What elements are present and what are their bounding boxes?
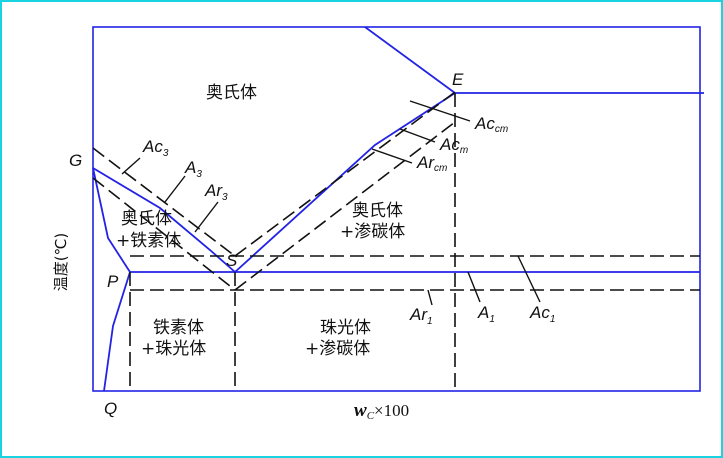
region-ferrite-pearlite-2: +珠光体 bbox=[141, 339, 206, 359]
region-austenite: 奥氏体 bbox=[206, 83, 257, 103]
label-A3: A3 bbox=[184, 158, 202, 180]
label-Acm: Acm bbox=[439, 135, 468, 156]
line-Ar3 bbox=[92, 177, 236, 291]
critical-lines bbox=[92, 91, 700, 391]
region-austenite-cementite-2: +渗碳体 bbox=[340, 222, 405, 242]
point-G: G bbox=[69, 151, 82, 170]
region-ferrite-pearlite-1: 铁素体 bbox=[153, 318, 204, 338]
y-axis-label: 温度(℃) bbox=[52, 233, 70, 292]
line-E-liquidus bbox=[364, 26, 456, 94]
line-Arcm bbox=[234, 121, 456, 291]
label-Ac3: Ac3 bbox=[142, 137, 169, 159]
line-PQ bbox=[103, 271, 131, 392]
region-austenite-ferrite-1: 奥氏体 bbox=[121, 209, 172, 229]
point-S: S bbox=[226, 251, 238, 270]
line-SE bbox=[234, 92, 456, 273]
region-pearlite-cementite-2: +渗碳体 bbox=[305, 339, 370, 359]
point-P: P bbox=[107, 272, 119, 291]
point-E: E bbox=[452, 70, 464, 89]
equilibrium-lines bbox=[92, 26, 704, 392]
label-Ac1: Ac1 bbox=[529, 303, 555, 325]
label-Arcm: Arcm bbox=[416, 153, 447, 174]
region-austenite-ferrite-2: +铁素体 bbox=[116, 231, 181, 251]
label-A1: A1 bbox=[477, 303, 495, 325]
line-Accm bbox=[234, 91, 456, 257]
label-Ar3: Ar3 bbox=[204, 181, 228, 203]
label-Ar1: Ar1 bbox=[409, 305, 433, 327]
diagram-border bbox=[92, 26, 701, 392]
x-axis-label: wC×100 bbox=[354, 400, 409, 422]
line-GS bbox=[92, 167, 236, 273]
region-pearlite-cementite-1: 珠光体 bbox=[320, 318, 371, 338]
region-austenite-cementite-1: 奥氏体 bbox=[352, 201, 403, 221]
leader-lines bbox=[121, 100, 541, 306]
point-Q: Q bbox=[104, 399, 117, 418]
line-Ac3 bbox=[92, 147, 236, 257]
label-Accm: Accm bbox=[474, 114, 508, 135]
line-GP bbox=[92, 167, 131, 273]
